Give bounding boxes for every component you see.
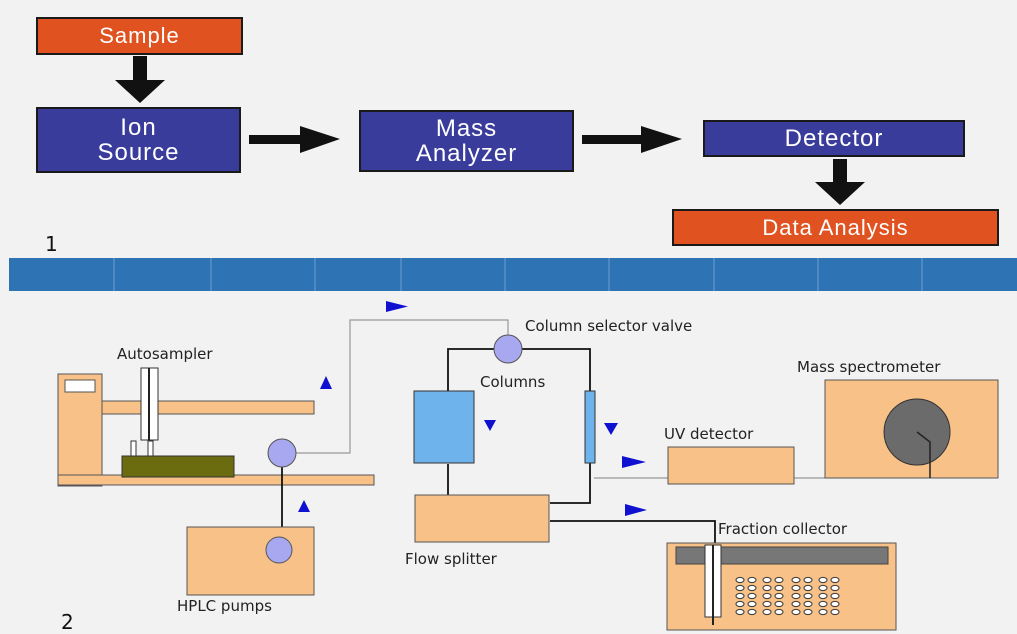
mass-spectrometer [824,379,999,479]
arrow-detector-to-data-analysis [815,159,865,205]
part-2-number: 2 [61,610,74,634]
collector-tube [803,576,813,584]
hplc-pumps-label: HPLC pumps [177,597,272,615]
collector-tube [830,600,840,608]
fraction-collector [666,542,897,631]
uv-detector-label: UV detector [664,425,754,443]
collector-tube [803,584,813,592]
collector-tube [762,592,772,600]
collector-tube [747,584,757,592]
flow-arrow-up-valve [320,376,332,389]
collector-tube [803,608,813,616]
uv-detector [667,446,795,485]
flow-arrow-up-pump [298,500,310,512]
columns-label: Columns [480,373,546,391]
collector-tube [818,576,828,584]
collector-tube [818,600,828,608]
autosampler-label: Autosampler [117,345,213,363]
collector-tube [791,576,801,584]
collector-tube [791,600,801,608]
arrow-mass-analyzer-to-detector [582,126,682,153]
flow-splitter-label: Flow splitter [405,550,497,568]
hplc-pumps [186,526,315,596]
flow-arrows [298,301,647,516]
flow-splitter [414,494,550,543]
mass-spectrometer-label: Mass spectrometer [797,358,941,376]
collector-tube [735,584,745,592]
divider-band [9,258,1017,291]
column-small [584,390,596,464]
collector-tube [762,600,772,608]
flow-arrow-right-top [386,301,408,312]
collector-tube [818,584,828,592]
collector-tube [735,592,745,600]
collector-tube [747,608,757,616]
sample-box: Sample [36,17,243,55]
collector-tube [774,592,784,600]
collector-tube [791,608,801,616]
collector-tube [830,584,840,592]
autosampler [57,367,375,487]
flow-arrow-down-small-column [604,423,618,435]
detector-box: Detector [703,120,965,157]
collector-tube [747,576,757,584]
collector-tube [791,592,801,600]
collector-tube [830,592,840,600]
collector-tube [803,592,813,600]
collector-tube [735,576,745,584]
arrow-ion-source-to-mass-analyzer [249,126,340,153]
collector-tube [774,576,784,584]
flow-arrow-to-uv [622,456,646,468]
collector-tube [791,584,801,592]
fraction-collector-label: Fraction collector [718,520,848,538]
collector-tube [818,608,828,616]
column-selector-valve [493,334,523,364]
injection-valve [267,438,297,468]
collector-tube [774,608,784,616]
part-1-number: 1 [45,232,58,256]
collector-tube [830,608,840,616]
collector-tube [762,576,772,584]
mass-analyzer-box: Mass Analyzer [359,110,574,172]
collector-tube [774,600,784,608]
collector-tube [735,608,745,616]
tubing [296,319,825,479]
collector-tube [747,600,757,608]
collector-tube [762,608,772,616]
collector-tube [762,584,772,592]
collector-tube [747,592,757,600]
flow-arrow-down-column [484,420,496,431]
collector-tube [818,592,828,600]
column-large [413,390,475,464]
collector-tube [735,600,745,608]
data-analysis-box: Data Analysis [672,209,999,246]
collector-tube [774,584,784,592]
collector-tube [830,576,840,584]
ion-source-box: Ion Source [36,107,241,173]
column-selector-valve-label: Column selector valve [525,317,693,335]
flow-arrow-to-collector [625,504,647,516]
collector-tube [803,600,813,608]
arrow-sample-to-ion-source [115,56,165,103]
